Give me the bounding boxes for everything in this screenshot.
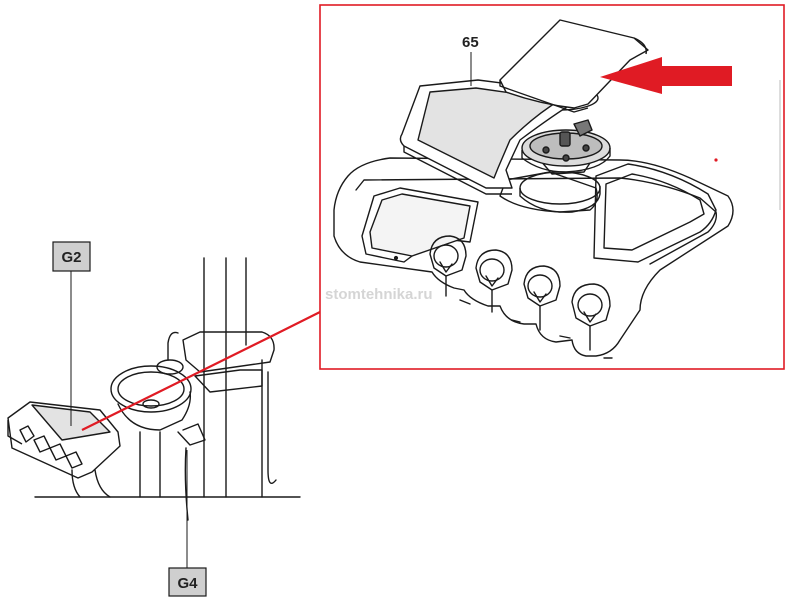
knob-hole-2 (582, 144, 590, 152)
holder-bracket (177, 423, 206, 446)
cover-plate (499, 19, 649, 113)
watermark-text: stomtehnika.ru (325, 286, 433, 303)
console-holder-4 (65, 451, 83, 469)
knob-latch (573, 119, 593, 137)
dentist-console (7, 401, 121, 479)
console-top-edge (355, 177, 718, 265)
zoom-callout-box (319, 4, 785, 370)
instrument-holder-2 (475, 249, 513, 291)
callout-g4-box (168, 567, 207, 597)
console-holder-3 (49, 443, 67, 461)
callout-g2-text: G2 (61, 249, 81, 266)
instrument-holder-1 (429, 235, 467, 277)
cover-plate-body (499, 19, 649, 109)
console-hoses (71, 469, 111, 498)
column-bracket (182, 331, 275, 373)
console-edge (7, 420, 23, 445)
zoom-connector-line (81, 311, 321, 431)
instrument-holder-4 (571, 283, 611, 327)
console-center-recess (499, 171, 598, 213)
console-holder-1 (19, 425, 35, 443)
knob-hole-1 (542, 146, 550, 154)
console-display (369, 193, 471, 257)
red-dot (714, 158, 718, 162)
spittoon-bowl-rim (110, 365, 192, 413)
spittoon-drain (142, 399, 160, 409)
knob-pin (559, 131, 571, 147)
cover-plate-edge (499, 80, 589, 113)
cup-filler-spout (167, 331, 179, 361)
cup-filler (156, 359, 184, 375)
callout-g2: G2 (52, 241, 91, 426)
knob-assembly (519, 119, 611, 213)
red-arrow-icon (600, 57, 732, 94)
callout-g4-text: G4 (177, 575, 198, 592)
console-body (7, 401, 121, 479)
tray-mat-65 (399, 79, 589, 195)
console-holder-2 (33, 435, 51, 453)
knob-base-skirt (519, 186, 601, 213)
part-65-label: 65 (462, 34, 479, 51)
console-right-tray-inner (603, 173, 705, 251)
display-screw (393, 255, 399, 261)
callout-g4: G4 (168, 450, 207, 597)
dental-unit-overview (34, 257, 301, 521)
instrument-holder-stems (445, 275, 591, 351)
unit-column (203, 257, 263, 498)
spittoon-stand (139, 431, 161, 498)
instrument-holder-3 (523, 265, 561, 307)
tray-mat-edge (403, 146, 512, 195)
console-housing-outline (333, 157, 734, 357)
spittoon-bowl-inner (117, 371, 185, 407)
spittoon-base (117, 391, 192, 431)
column-collar (194, 369, 263, 393)
holder-base-ticks (459, 299, 613, 359)
rear-hose (267, 371, 277, 484)
callout-g2-box (52, 241, 91, 272)
knob-stem (539, 159, 593, 175)
cover-plate-hinge (633, 37, 647, 55)
knob-base-ring (519, 171, 601, 205)
knob-disc-skirt (521, 148, 611, 173)
zoomed-console (333, 157, 734, 359)
console-right-tray (593, 163, 717, 263)
knob-hole-3 (562, 154, 570, 162)
